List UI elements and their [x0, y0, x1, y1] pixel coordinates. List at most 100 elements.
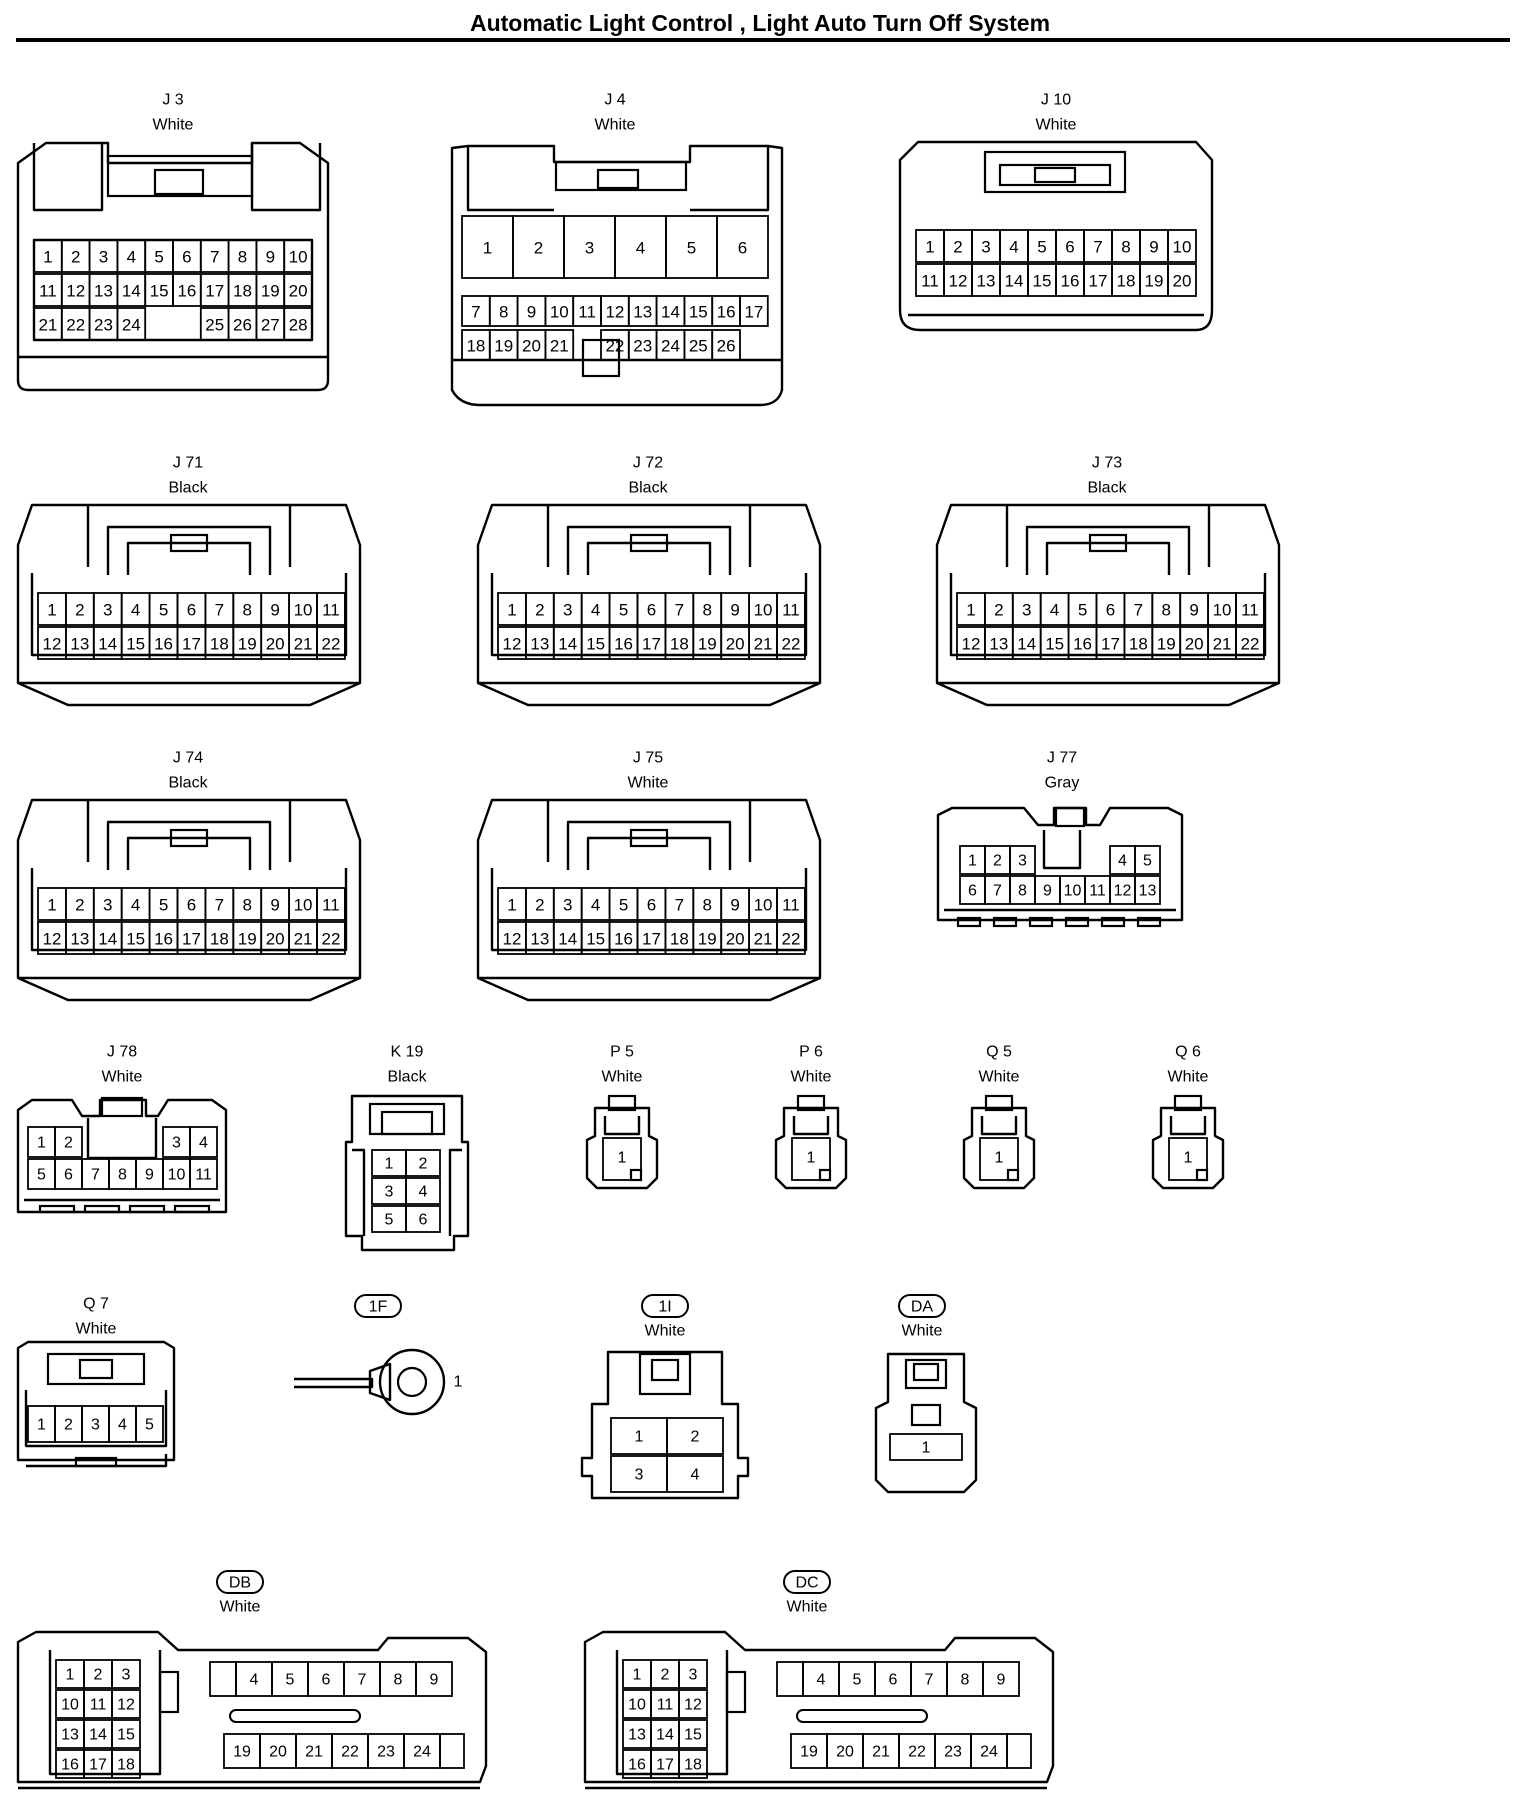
- connector-badge: [783, 1570, 831, 1594]
- pin-number: 1: [507, 601, 516, 620]
- connector-color: Gray: [1045, 775, 1080, 792]
- pin-number: 4: [691, 1467, 700, 1484]
- pin-cell: [678, 1659, 708, 1689]
- pin-number: 5: [154, 248, 163, 267]
- pin-area-outline: [490, 868, 808, 952]
- latch-outline: [904, 1358, 948, 1390]
- pin-number: 5: [1037, 238, 1046, 257]
- pin-cell: [776, 626, 806, 660]
- pin-number: 8: [1121, 238, 1130, 257]
- pin-number: 4: [131, 896, 140, 915]
- latch-outline: [126, 836, 252, 870]
- pin-number: 20: [1185, 635, 1204, 654]
- connector-id: J 3: [162, 92, 183, 109]
- latch-tab: [153, 168, 205, 196]
- pin-number: 9: [145, 1167, 154, 1184]
- pin-number: 7: [215, 601, 224, 620]
- pin-number: 18: [210, 635, 229, 654]
- latch-tab: [1054, 806, 1086, 828]
- pin-number: 8: [703, 601, 712, 620]
- pin-cell: [791, 1137, 831, 1181]
- latch-outline: [250, 143, 322, 212]
- pin-number: 21: [294, 930, 313, 949]
- pin-number: 4: [127, 248, 136, 267]
- pin-number: 12: [42, 930, 61, 949]
- connector-color: White: [1168, 1069, 1209, 1086]
- latch-outline: [1005, 505, 1211, 567]
- pin-cell: [666, 1455, 724, 1493]
- pin-number: 21: [38, 316, 57, 335]
- pin-number: 1: [483, 239, 492, 258]
- pin-cell: [316, 921, 346, 955]
- latch-outline: [998, 163, 1112, 187]
- pin-number: 10: [628, 1697, 646, 1714]
- pin-number: 2: [691, 1429, 700, 1446]
- pin-number: 10: [1173, 238, 1192, 257]
- latch-tab: [607, 1094, 637, 1112]
- pin-number: 6: [889, 1672, 898, 1689]
- pin-number: 4: [419, 1184, 428, 1201]
- connector-outline: [936, 806, 1184, 922]
- pin-number: 15: [689, 303, 708, 322]
- pin-number: 1: [618, 1150, 627, 1167]
- connector-outline: [16, 1340, 176, 1462]
- pin-number: 22: [66, 316, 85, 335]
- pin-number: 18: [210, 930, 229, 949]
- pin-area-outline: [30, 868, 348, 952]
- latch-outline: [546, 505, 752, 567]
- pin-number: 19: [698, 635, 717, 654]
- latch-tab: [629, 828, 669, 848]
- pin-number: 7: [1093, 238, 1102, 257]
- connector-id: K 19: [391, 1044, 424, 1061]
- connector-badge: [898, 1294, 946, 1318]
- pin-number: 5: [687, 239, 696, 258]
- connector-id: J 4: [604, 92, 625, 109]
- pin-number: 20: [266, 930, 285, 949]
- pin-number: 19: [261, 282, 280, 301]
- pin-number: 2: [953, 238, 962, 257]
- pin-number: 5: [853, 1672, 862, 1689]
- connector-color: White: [645, 1323, 686, 1340]
- pin-number: 9: [997, 1672, 1006, 1689]
- pin-number: 2: [661, 1667, 670, 1684]
- connector-id: DB: [229, 1575, 251, 1592]
- latch-tab: [1088, 533, 1128, 553]
- latch-outline: [603, 1116, 641, 1136]
- connector-outline: [16, 1630, 488, 1784]
- pin-number: 11: [322, 601, 340, 620]
- pin-number: 14: [89, 1727, 107, 1744]
- pin-cell: [979, 1137, 1019, 1181]
- pin-key: [629, 1168, 643, 1182]
- connector-color: White: [76, 1321, 117, 1338]
- pin-cell: [602, 1137, 642, 1181]
- pin-number: 1: [995, 1150, 1004, 1167]
- latch-outline: [566, 820, 732, 870]
- pin-number: 14: [558, 635, 577, 654]
- pin-number: 6: [187, 601, 196, 620]
- latch-tab: [100, 1096, 144, 1118]
- pin-number: 7: [675, 601, 684, 620]
- connector-id: P 6: [799, 1044, 823, 1061]
- latch-tab: [78, 1358, 114, 1380]
- pin-cell: [316, 626, 346, 660]
- pin-cell: [405, 1177, 441, 1205]
- pin-number: 19: [494, 337, 513, 356]
- pin-number: 10: [550, 303, 569, 322]
- housing-foot: [956, 916, 982, 928]
- pin-number: 4: [1050, 601, 1059, 620]
- pin-number: 9: [527, 303, 536, 322]
- latch-tab: [984, 1094, 1014, 1112]
- pin-number: 2: [534, 239, 543, 258]
- pin-cell: [678, 1719, 708, 1749]
- pin-number: 1: [37, 1135, 46, 1152]
- pin-number: 1: [968, 853, 977, 870]
- pin-number: 1: [633, 1667, 642, 1684]
- page-title: Automatic Light Control , Light Auto Tur…: [469, 10, 1051, 36]
- latch-outline: [690, 146, 770, 212]
